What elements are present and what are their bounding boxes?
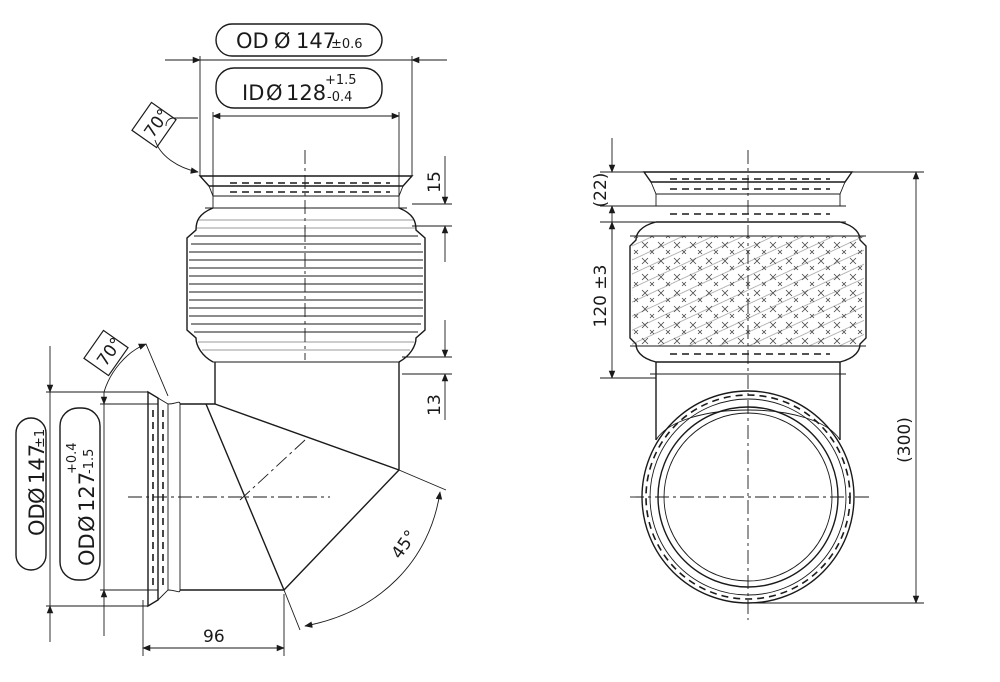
- dim-96: 96: [142, 594, 285, 656]
- svg-text:OD: OD: [75, 533, 99, 566]
- callout-side-od-inner-text: OD Ø 127 +0.4 -1.5: [65, 442, 99, 566]
- svg-text:OD: OD: [236, 29, 269, 53]
- callout-top-id: ID Ø 128 +1.5 -0.4: [212, 67, 400, 196]
- svg-text:147: 147: [25, 444, 49, 484]
- callout-side-od-inner: [59, 392, 158, 636]
- svg-text:45°: 45°: [388, 527, 422, 563]
- svg-text:Ø: Ø: [274, 29, 291, 53]
- top-flange: [198, 175, 414, 209]
- svg-text:±0.6: ±0.6: [331, 37, 363, 52]
- bellows: [186, 207, 426, 372]
- angle-top: 70°: [131, 101, 199, 174]
- svg-text:96: 96: [203, 627, 225, 647]
- dim-120: 120 ±3: [591, 221, 656, 379]
- elbow-body: [180, 228, 400, 591]
- front-view: [629, 150, 870, 620]
- svg-text:Ø: Ø: [25, 487, 49, 504]
- svg-text:(22): (22): [591, 173, 611, 208]
- svg-text:ID: ID: [242, 81, 264, 105]
- svg-text:127: 127: [75, 472, 99, 512]
- svg-text:120 ±3: 120 ±3: [591, 265, 611, 328]
- svg-text:Ø: Ø: [75, 515, 99, 532]
- svg-text:OD: OD: [25, 503, 49, 536]
- callout-side-od: [15, 346, 148, 642]
- svg-text:Ø: Ø: [266, 81, 283, 105]
- dim-22: (22): [591, 138, 650, 240]
- svg-text:128: 128: [286, 81, 326, 105]
- svg-text:13: 13: [425, 394, 445, 416]
- side-flange: [147, 390, 181, 608]
- svg-text:±1: ±1: [33, 429, 48, 448]
- side-view: [128, 150, 426, 608]
- dim-13: 13: [402, 320, 452, 420]
- dim-15: 15: [412, 156, 452, 262]
- svg-text:-0.4: -0.4: [327, 90, 352, 105]
- dim-300: (300): [748, 171, 924, 604]
- svg-text:-1.5: -1.5: [82, 449, 97, 474]
- callout-top-od: OD Ø 147 ±0.6: [165, 23, 447, 176]
- angle-45: 45°: [283, 469, 447, 631]
- svg-text:147: 147: [296, 29, 336, 53]
- svg-text:+0.4: +0.4: [65, 442, 80, 474]
- callout-side-od-text: OD Ø 147 ±1: [25, 429, 49, 536]
- svg-text:(300): (300): [895, 417, 915, 463]
- svg-text:+1.5: +1.5: [325, 73, 357, 88]
- svg-text:15: 15: [425, 171, 445, 193]
- angle-side: 70°: [83, 329, 169, 397]
